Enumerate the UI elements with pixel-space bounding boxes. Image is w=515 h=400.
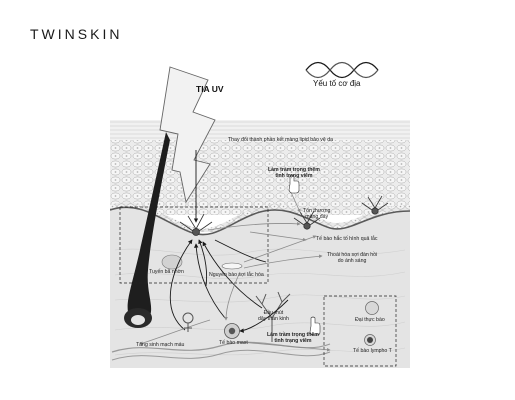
label-sebaceous: Tuyến bã nhờn [149,269,184,275]
label-basement-damage: Tổn thương màng đáy [303,208,331,221]
dashed-region-upper [119,206,269,284]
label-inflammation-top: Làm trầm trọng thêm tình trạng viêm [268,167,320,180]
label-inflammation-top-line1: Làm trầm trọng thêm [268,167,320,173]
label-t-cell: Tế bào lympho T [353,348,392,354]
dna-helix-icon [305,61,379,79]
mast-cell-nucleus [228,327,236,335]
label-inflammation-bottom: Làm trầm trọng thêm tình trạng viêm [267,332,319,345]
label-inflammation-bottom-line1: Làm trầm trọng thêm [267,332,319,338]
label-mast-cell: Tế bào mast [219,340,248,346]
label-inflammation-bottom-line2: tình trạng viêm [274,337,312,344]
genetic-factor-title: Yếu tố cơ địa [313,79,361,88]
primary-arrows [169,150,289,333]
fibroblast-cell [221,262,243,270]
melanocyte-cells [179,195,389,236]
label-nerve-ending-line2: dây thần kinh [258,315,289,322]
dashed-region-immune [323,295,397,367]
blood-vessel-2 [111,349,331,361]
twinskin-logo: TWINSKIN [30,26,123,42]
label-elastic-fiber-line2: do ánh sáng [337,257,367,264]
skin-cross-section [110,120,410,368]
label-macrophage: Đại thực bào [355,317,385,323]
lightning-bolt-icon [159,66,216,204]
label-inflammation-top-line2: tình trạng viêm [275,172,313,179]
hand-pointer-icon [309,316,321,336]
hair-follicle [127,132,170,324]
label-nerve-ending: Đầu mút dây thần kinh [258,310,289,323]
label-melanocyte: Tế bào hắc tố hình quả lắc [316,236,378,242]
hand-pointer-icon [288,174,300,194]
label-fibroblast: Nguyên bào sợi lắc hóa [209,272,264,278]
label-nerve-ending-line1: Đầu mút [263,310,284,316]
uv-title: TIA UV [196,84,224,94]
label-elastic-fiber: Thoái hóa sợi đàn hồi do ánh sáng [327,252,378,265]
basement-membrane [110,206,410,236]
female-symbol-icon [182,312,194,332]
label-elastic-fiber-line1: Thoái hóa sợi đàn hồi [327,252,378,258]
macrophage-cell [365,301,379,315]
secondary-arrows [139,189,331,352]
label-lipid-change: Thay đổi thành phần kết màng lipid bảo v… [228,137,333,143]
t-cell-nucleus [367,337,373,343]
label-basement-damage-line2: màng đáy [305,213,329,220]
hair-papilla [131,315,145,325]
dermal-fibers [114,248,406,356]
label-angiogenesis: Tăng sinh mạch máu [136,342,185,348]
label-basement-damage-line1: Tổn thương [303,208,331,214]
